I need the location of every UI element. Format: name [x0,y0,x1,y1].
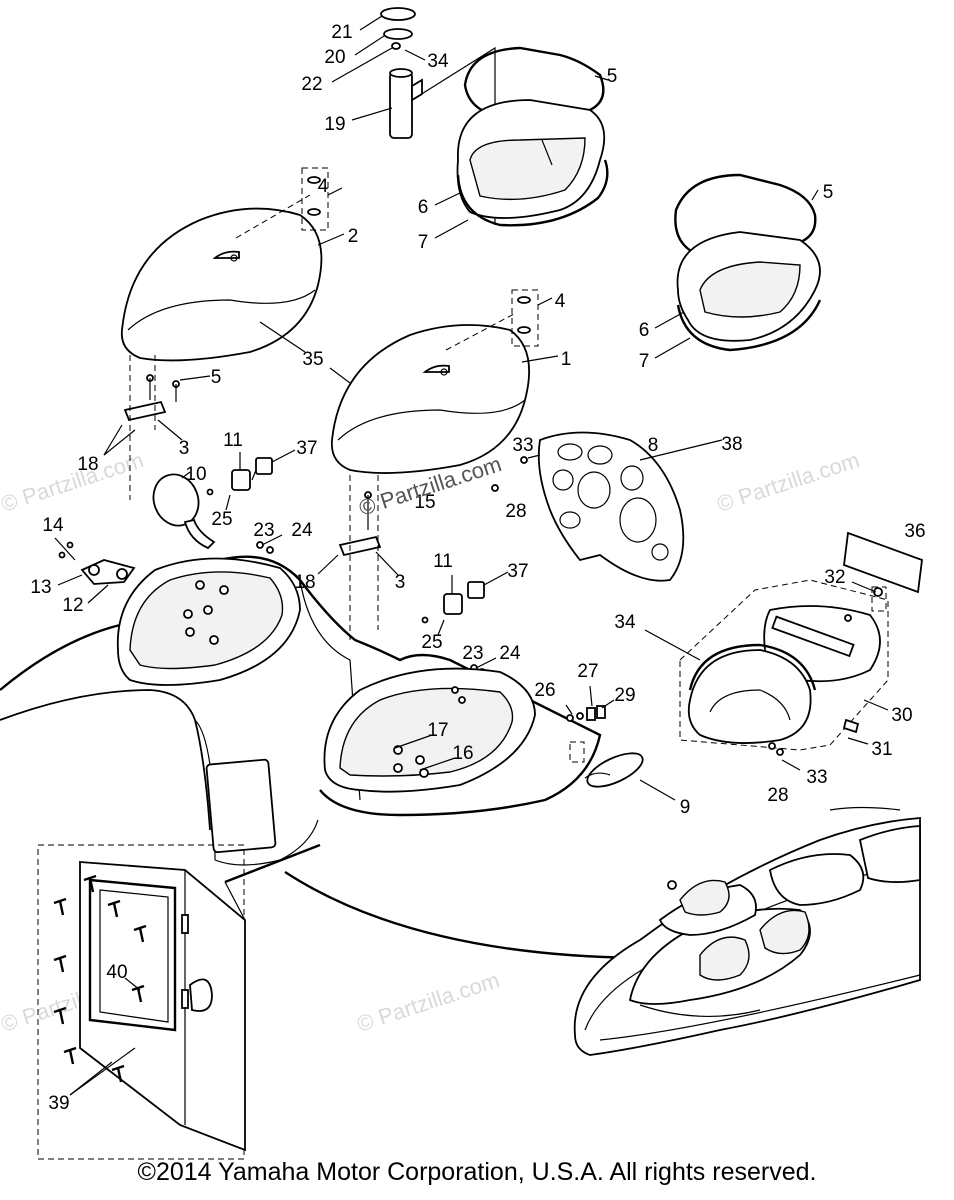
callout-20: 20 [324,47,345,68]
callout-5: 5 [607,66,618,87]
callout-11: 11 [223,430,243,451]
callout-34: 34 [614,612,636,633]
callout-12: 12 [62,595,83,616]
watermark: © Partzilla.com [714,447,863,517]
callout-4: 4 [318,176,329,197]
callout-2: 2 [348,226,359,247]
instrument-panel [491,431,723,582]
callout-24: 24 [499,643,521,664]
callout-15: 15 [414,492,435,513]
callout-10: 10 [185,464,206,485]
decal-label [843,531,923,594]
seat-cushion-left [120,167,371,399]
deck-section [0,555,602,884]
callout-32: 32 [824,567,845,588]
hatch-cover-inset [37,844,246,1160]
callout-23: 23 [462,643,483,664]
callout-25: 25 [421,632,442,653]
hinge-left [103,355,211,500]
callout-19: 19 [324,114,345,135]
seat-cushion-right [330,289,559,474]
mirror-left [152,471,216,550]
callout-38: 38 [721,434,742,455]
watermark: © Partzilla.com [0,447,147,517]
storage-bin-right [654,173,822,359]
callout-22: 22 [301,74,322,95]
callout-34: 34 [427,51,449,72]
callout-27: 27 [577,661,598,682]
latch-plate-hardware [54,537,136,604]
callout-24: 24 [291,520,313,541]
callout-7: 7 [418,232,429,253]
callout-17: 17 [427,720,448,741]
callout-18: 18 [77,454,98,475]
callout-25: 25 [211,509,232,530]
callout-3: 3 [395,572,406,593]
callout-6: 6 [418,197,429,218]
callout-14: 14 [42,515,64,536]
boat-overview [573,806,921,1056]
copyright-notice: ©2014 Yamaha Motor Corporation, U.S.A. A… [137,1158,817,1186]
callout-26: 26 [534,680,555,701]
latch-right [421,571,509,636]
callout-36: 36 [904,521,925,542]
callout-4: 4 [555,291,566,312]
callout-39: 39 [48,1093,69,1114]
callout-31: 31 [871,739,892,760]
glove-box-assembly [644,579,889,771]
callout-5: 5 [823,182,834,203]
hinge-right [317,475,399,640]
callout-28: 28 [767,785,788,806]
callout-35: 35 [302,349,323,370]
callout-7: 7 [639,351,650,372]
callout-29: 29 [614,685,635,706]
callout-8: 8 [648,435,659,456]
callout-13: 13 [30,577,51,598]
callout-5: 5 [211,367,222,388]
callout-9: 9 [680,797,691,818]
callout-33: 33 [512,435,533,456]
callout-16: 16 [452,743,473,764]
callout-37: 37 [507,561,528,582]
mirror-right-hardware [565,685,676,801]
storage-bin-top [434,46,609,239]
callout-3: 3 [179,438,190,459]
callout-1: 1 [561,349,572,370]
watermark: © Partzilla.com [354,967,503,1037]
callout-37: 37 [296,438,317,459]
callout-30: 30 [891,705,912,726]
callout-40: 40 [106,962,127,983]
callout-6: 6 [639,320,650,341]
latch-left [206,449,296,511]
callout-28: 28 [505,501,526,522]
cup-holder-assembly [331,7,496,225]
callout-18: 18 [294,572,315,593]
callout-33: 33 [806,767,827,788]
callout-11: 11 [433,551,453,572]
parts-diagram: © Partzilla.com © Partzilla.com © Partzill… [0,7,926,1160]
callout-23: 23 [253,520,274,541]
callout-21: 21 [331,22,352,43]
